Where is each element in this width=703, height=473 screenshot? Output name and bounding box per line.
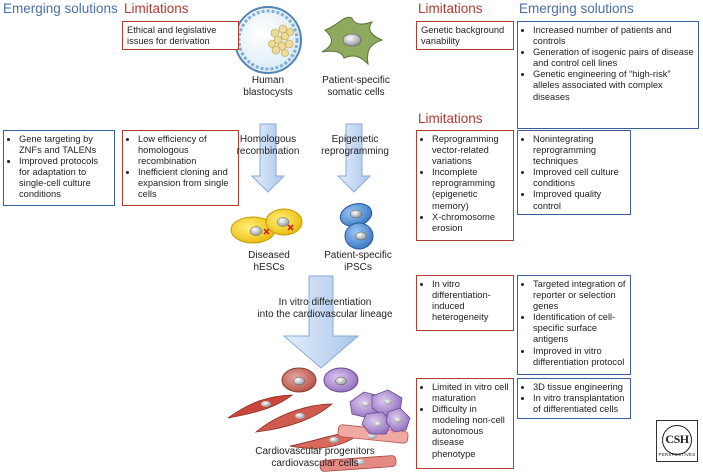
list-item: Improved cell culture conditions	[533, 167, 626, 189]
list-item: In vitro transplantation of differentiat…	[533, 393, 626, 415]
arrow-differentiation	[282, 275, 360, 369]
label-somatic-cells: Patient-specific somatic cells	[322, 75, 390, 98]
csh-perspectives-logo: CSH PERSPECTIVES	[656, 420, 698, 462]
cardiovascular-cells-image	[227, 367, 411, 472]
logo-ring	[662, 425, 692, 455]
list-item: Gene targeting by ZNFs and TALENs	[19, 134, 110, 156]
list-item: Limited in vitro cell maturation	[432, 382, 509, 404]
list-item: X-chromosome erosion	[432, 212, 509, 234]
label-cardiovascular-cells: Cardiovascular progenitors cardiovascula…	[255, 446, 375, 469]
list-item: Genetic engineering of “high-risk” allel…	[533, 69, 694, 102]
list-item: 3D tissue engineering	[533, 382, 626, 393]
box-right-top-solutions: Increased number of patients and control…	[517, 21, 699, 129]
box-maturation-solutions: 3D tissue engineering In vitro transplan…	[517, 378, 631, 419]
ethical-text: Ethical and legislative issues for deriv…	[127, 25, 217, 47]
header-right-emerging-solutions: Emerging solutions	[519, 1, 634, 16]
header-right-limitations-top: Limitations	[418, 1, 483, 16]
list-item: Low efficiency of homologous recombinati…	[138, 134, 234, 167]
logo-subtext: PERSPECTIVES	[658, 452, 696, 457]
blastocyst-image	[234, 6, 302, 74]
list-item: Increased number of patients and control…	[533, 25, 694, 47]
box-reprogramming-limitations: Reprogramming vector-related variations …	[416, 130, 514, 241]
list-item: Incomplete reprogramming (epigenetic mem…	[432, 167, 509, 211]
box-low-efficiency: Low efficiency of homologous recombinati…	[122, 130, 239, 206]
somatic-cell-image	[321, 16, 384, 66]
box-differentiation-solutions: Targeted integration of reporter or sele…	[517, 275, 631, 375]
label-human-blastocysts: Human blastocysts	[243, 75, 293, 98]
list-item: Nonintegrating reprogramming techniques	[533, 134, 626, 167]
header-left-emerging-solutions: Emerging solutions	[3, 1, 118, 16]
genetic-text: Genetic background variability	[421, 25, 505, 47]
box-heterogeneity: In vitro differentiation-induced heterog…	[416, 275, 514, 331]
box-reprogramming-solutions: Nonintegrating reprogramming techniques …	[517, 130, 631, 215]
header-left-limitations: Limitations	[124, 1, 189, 16]
list-item: Improved quality control	[533, 189, 626, 211]
list-item: Difficulty in modeling non-cell autonomo…	[432, 404, 509, 459]
list-item: In vitro differentiation-induced heterog…	[432, 279, 509, 323]
box-gene-targeting: Gene targeting by ZNFs and TALENs Improv…	[3, 130, 115, 206]
list-item: Inefficient cloning and expansion from s…	[138, 167, 234, 200]
box-maturation-limitations: Limited in vitro cell maturation Difficu…	[416, 378, 514, 469]
logo-text: CSH	[665, 432, 689, 446]
box-genetic-variability: Genetic background variability	[416, 21, 514, 50]
list-item: Generation of isogenic pairs of disease …	[533, 47, 694, 69]
arrow-epigenetic	[336, 123, 372, 193]
arrow-homologous	[250, 123, 286, 193]
list-item: Identification of cell-specific surface …	[533, 312, 626, 345]
label-patient-ipscs: Patient-specific iPSCs	[324, 250, 392, 273]
list-item: Improved in vitro differentiation protoc…	[533, 346, 626, 368]
header-right-limitations-mid: Limitations	[418, 111, 483, 126]
label-homologous-recombination: Homologous recombination	[236, 134, 300, 157]
label-diseased-hescs: Diseased hESCs	[248, 250, 290, 273]
label-epigenetic-reprogramming: Epigenetic reprogramming	[321, 134, 389, 157]
list-item: Improved protocols for adaptation to sin…	[19, 156, 110, 200]
ipsc-cells-image	[339, 203, 374, 250]
list-item: Reprogramming vector-related variations	[432, 134, 509, 167]
list-item: Targeted integration of reporter or sele…	[533, 279, 626, 312]
box-ethical-issues: Ethical and legislative issues for deriv…	[122, 21, 239, 50]
hesc-cells-image	[230, 208, 303, 244]
label-in-vitro-differentiation: In vitro differentiation into the cardio…	[257, 297, 393, 320]
